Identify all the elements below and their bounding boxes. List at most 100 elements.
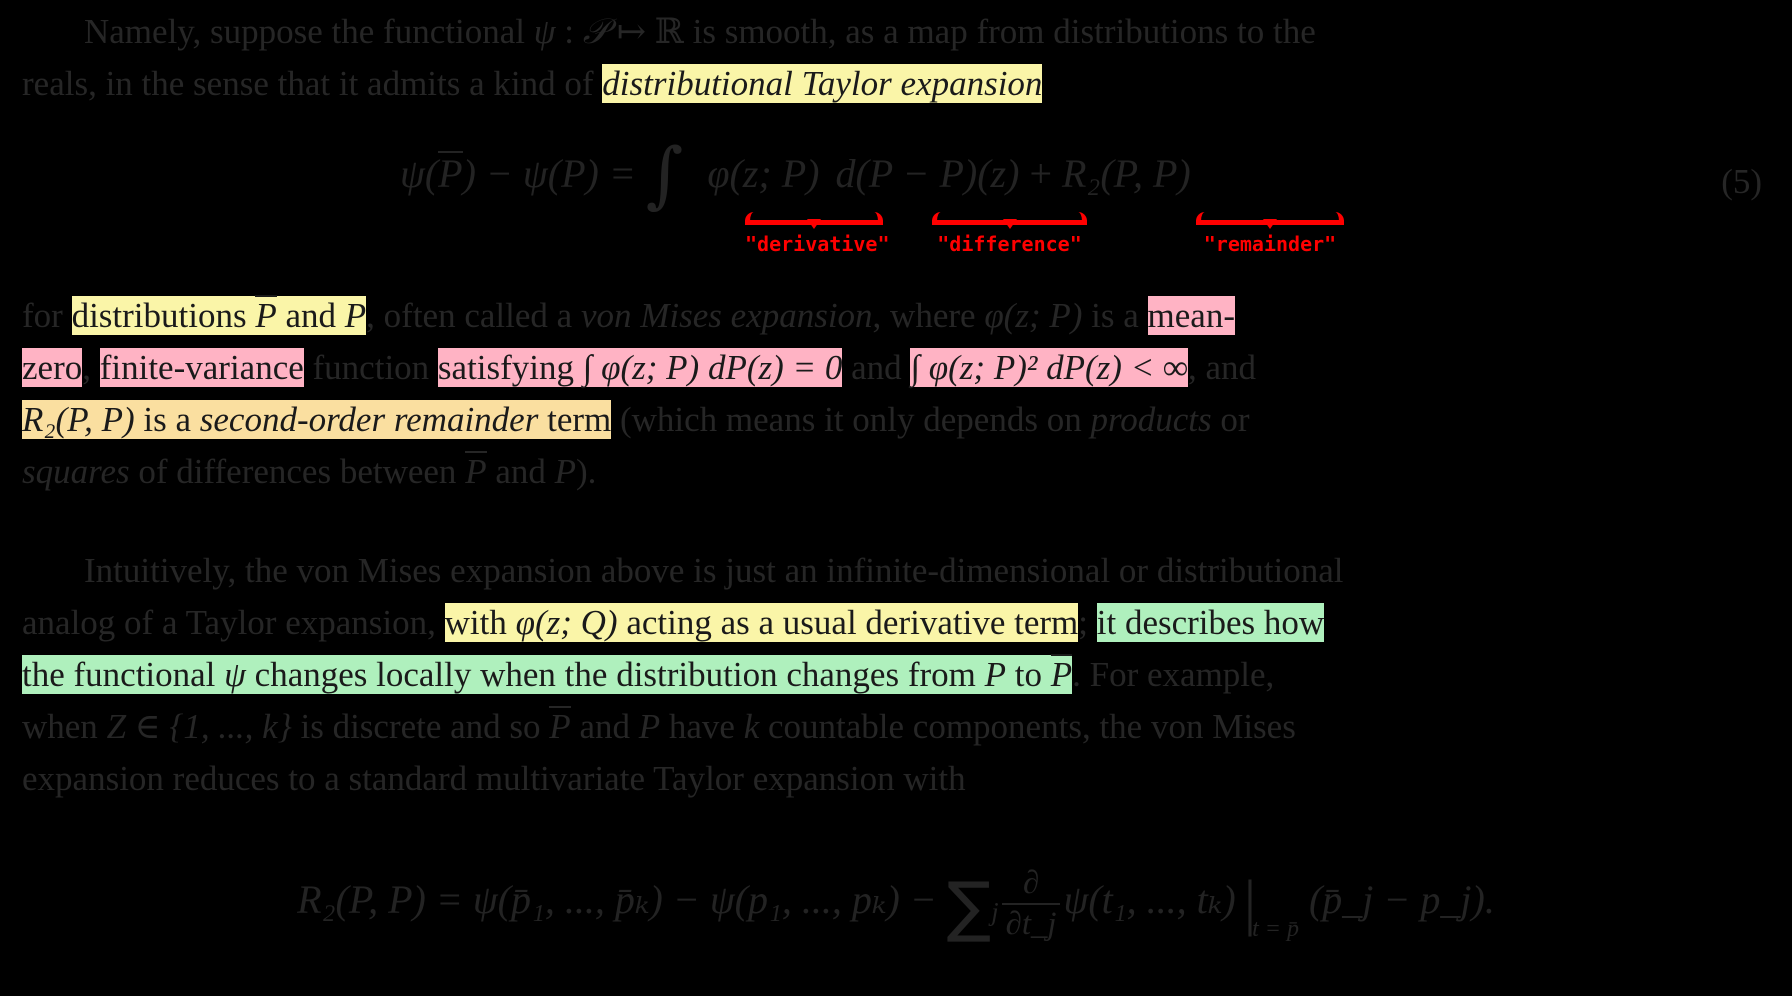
- underbrace-derivative: [745, 212, 883, 225]
- intuition-line-5: expansion reduces to a standard multivar…: [22, 753, 1772, 805]
- eq6-sum-index: j: [991, 896, 999, 927]
- underbrace-remainder: [1196, 212, 1344, 225]
- von-mises-line-3: R₂(P, P) is a second-order remainder ter…: [22, 394, 1772, 446]
- int-l4-tail: countable components, the von Mises: [759, 707, 1296, 746]
- intuition-line-4: when Z ∈ {1, ..., k} is discrete and so …: [22, 701, 1772, 753]
- vm-hl-Pbar: P: [255, 295, 277, 335]
- eq5-integral-sign: ∫: [645, 132, 684, 216]
- annotation-difference: "difference": [932, 212, 1087, 256]
- paragraph-intuition: Intuitively, the von Mises expansion abo…: [22, 545, 1772, 805]
- highlight-satisfying-eq1: satisfying ∫ φ(z; P) dP(z) = 0: [437, 348, 843, 387]
- vm-l1-mid: , often called a: [366, 296, 581, 335]
- intuition-l2-lead: analog of a Taylor expansion,: [22, 603, 445, 642]
- math-mapsto: ↦: [607, 12, 655, 51]
- vm-l2-and: and: [842, 348, 911, 387]
- int-l4-and: and: [570, 707, 639, 746]
- intuition-l2-semicolon: ;: [1078, 603, 1097, 642]
- vm-l2-tail: , and: [1187, 348, 1257, 387]
- von-mises-line-1: for distributions P and P, often called …: [22, 290, 1772, 342]
- math-blackboard-R: ℝ: [654, 12, 684, 52]
- intuition-l1-text: Intuitively, the von Mises expansion abo…: [84, 551, 1344, 590]
- int-l4-have: have: [660, 707, 744, 746]
- eq6-final-factor: (p̄_j − p_j).: [1308, 876, 1495, 922]
- int-hl-phi-zQ: φ(z; Q): [515, 603, 618, 642]
- annotation-derivative: "derivative": [745, 212, 890, 256]
- paragraph-intro-line-2: reals, in the sense that it admits a kin…: [22, 58, 1772, 110]
- vm-l4-tail: ).: [576, 452, 597, 491]
- paragraph-von-mises: for distributions P and P, often called …: [22, 290, 1772, 498]
- vm-hl-and: and: [276, 296, 345, 335]
- math-psi: ψ: [533, 12, 556, 51]
- highlight-second-order-remainder: R₂(P, P) is a second-order remainder ter…: [22, 400, 612, 439]
- highlight-distributions-phrase: distributions P and P: [71, 295, 367, 335]
- eq6-lhs: R₂(P, P) = ψ(p̄₁, ..., p̄ₖ) − ψ(p₁, ...,…: [297, 876, 947, 922]
- highlight-mean-hyphen: mean-: [1147, 296, 1235, 335]
- annotation-remainder: "remainder": [1196, 212, 1344, 256]
- math-script-P: 𝒫: [582, 12, 608, 52]
- eq5-lhs-P: P: [561, 151, 586, 196]
- eq5-lhs-psi: ψ(: [400, 151, 439, 196]
- vm-hl-P: P: [344, 296, 367, 335]
- intuition-line-3: the functional ψ changes locally when th…: [22, 649, 1772, 701]
- int-l4-k: k: [743, 707, 760, 746]
- von-mises-line-4: squares of differences between P and P).: [22, 446, 1772, 498]
- int-hl-with: with: [444, 603, 516, 642]
- vm-hl-sor-italic: second-order remainder: [199, 400, 539, 439]
- annotation-derivative-label: "derivative": [745, 232, 890, 256]
- vm-l2-plain: function: [303, 348, 438, 387]
- int-l4-P: P: [638, 707, 661, 746]
- vm-l4-P: P: [554, 452, 577, 491]
- eq5-lhs-mid: ) − ψ(: [462, 151, 562, 196]
- int-hl-psi: ψ: [224, 655, 246, 694]
- vm-l1-lead: for: [22, 296, 72, 335]
- intuition-line-2: analog of a Taylor expansion, with φ(z; …: [22, 597, 1772, 649]
- vm-l3-tail: or: [1211, 400, 1250, 439]
- vm-l3-plain: (which means it only depends on: [611, 400, 1091, 439]
- intuition-line-1: Intuitively, the von Mises expansion abo…: [22, 545, 1772, 597]
- intro-line2-lead: reals, in the sense that it admits a kin…: [22, 64, 603, 103]
- int-hl-Pbar: P: [1050, 654, 1073, 694]
- underbrace-difference: [932, 212, 1087, 225]
- int-hl-to: to: [1006, 655, 1051, 694]
- eq5-plus: +: [1019, 151, 1062, 196]
- vm-hl-isa: is a: [134, 400, 200, 439]
- eq6-frac-numerator: ∂: [1001, 865, 1061, 905]
- eq5-difference-term: d(P − P)(z): [835, 151, 1020, 196]
- vm-l4-and: and: [486, 452, 555, 491]
- vm-l1-math-phi: φ(z; P): [984, 296, 1083, 335]
- eq6-sum-sign: ∑: [946, 867, 992, 945]
- int-l4-math-Z: Z ∈ {1, ..., k}: [106, 707, 292, 746]
- int-hl-changes: changes locally when the distribution ch…: [245, 655, 985, 694]
- equation-6-block: R₂(P, P) = ψ(p̄₁, ..., p̄ₖ) − ψ(p₁, ...,…: [0, 865, 1792, 943]
- paragraph-intro: Namely, suppose the functional ψ : 𝒫 ↦ ℝ…: [22, 6, 1772, 110]
- eq6-partial-fraction: ∂∂t_j: [1001, 865, 1061, 942]
- int-hl-P: P: [984, 655, 1006, 694]
- highlight-functional-changes-locally: the functional ψ changes locally when th…: [22, 654, 1073, 694]
- eq5-lhs-end: ) =: [585, 151, 646, 196]
- equation-5-block: ψ(P) − ψ(P) = ∫ φ(z; P)d(P − P)(z) + R₂(…: [0, 138, 1792, 270]
- intro-text-tail: is smooth, as a map from distributions t…: [683, 12, 1316, 51]
- vm-hl-satisfying: satisfying: [437, 348, 583, 387]
- highlight-it-describes-how: it describes how: [1096, 603, 1325, 642]
- intuition-l3-tail: . For example,: [1072, 655, 1275, 694]
- int-hl-rest: acting as a usual derivative term: [617, 603, 1079, 642]
- annotation-difference-label: "difference": [937, 232, 1082, 256]
- intuition-l4-lead: when: [22, 707, 107, 746]
- vm-l1-tail: is a: [1082, 296, 1148, 335]
- paragraph-intro-line-1: Namely, suppose the functional ψ : 𝒫 ↦ ℝ…: [22, 6, 1772, 58]
- von-mises-line-2: zero, finite-variance function satisfyin…: [22, 342, 1772, 394]
- vm-hl-distributions: distributions: [71, 296, 256, 335]
- eq6-frac-denominator: ∂t_j: [1005, 905, 1057, 942]
- vm-l2-comma: ,: [82, 348, 100, 387]
- eq6-evaluation-subscript: t = p̄: [1252, 915, 1299, 942]
- equation-5-number: (5): [1721, 162, 1762, 201]
- vm-hl-R2: R₂(P, P): [22, 400, 135, 439]
- equation-5-body: ψ(P) − ψ(P) = ∫ φ(z; P)d(P − P)(z) + R₂(…: [400, 138, 1191, 210]
- int-l4-Pbar: P: [549, 706, 571, 746]
- vm-l1-italic-von-mises: von Mises expansion: [580, 296, 873, 335]
- eq5-lhs-Pbar: P: [438, 151, 463, 196]
- highlight-distributional-taylor-expansion: distributional Taylor expansion: [602, 64, 1043, 103]
- int-hl-functional: the functional: [22, 655, 225, 694]
- vm-hl-term: term: [538, 400, 612, 439]
